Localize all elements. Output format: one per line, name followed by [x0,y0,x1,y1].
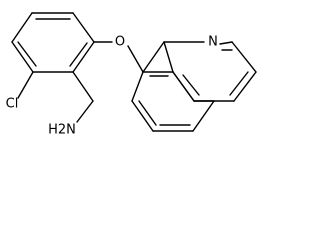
nitrogen-atom-label: N [208,35,218,50]
double-bond-inner [182,74,200,96]
benzene-ring [11,12,95,73]
chlorine-atom-label: Cl [6,97,19,112]
bond [219,41,233,45]
oxygen-atom-label: O [115,35,125,50]
amine-atom-label: H2N [48,123,76,138]
bond-oxygen-to-quinoline [127,45,144,73]
double-bond-inner [17,41,37,67]
double-bond-inner [229,71,249,96]
bond [172,71,195,102]
bond [131,71,144,102]
bond-to-ch2 [72,71,94,102]
bond-to-amine [76,100,94,123]
chemical-structure-diagram: O N Cl H2N [5,12,257,138]
bond [72,12,95,43]
double-bond-inner [138,100,157,126]
bond [231,41,257,73]
molecule-svg: O N Cl H2N [6,12,257,138]
bond-to-chlorine [17,71,34,99]
bond [131,100,154,132]
bond [11,41,34,73]
bond [233,71,257,102]
bond [142,41,165,73]
bond [163,41,174,73]
bond [11,12,33,43]
bond [192,100,215,132]
benzo-ring [131,71,215,132]
bond [72,41,95,73]
double-bond-inner [69,42,88,67]
